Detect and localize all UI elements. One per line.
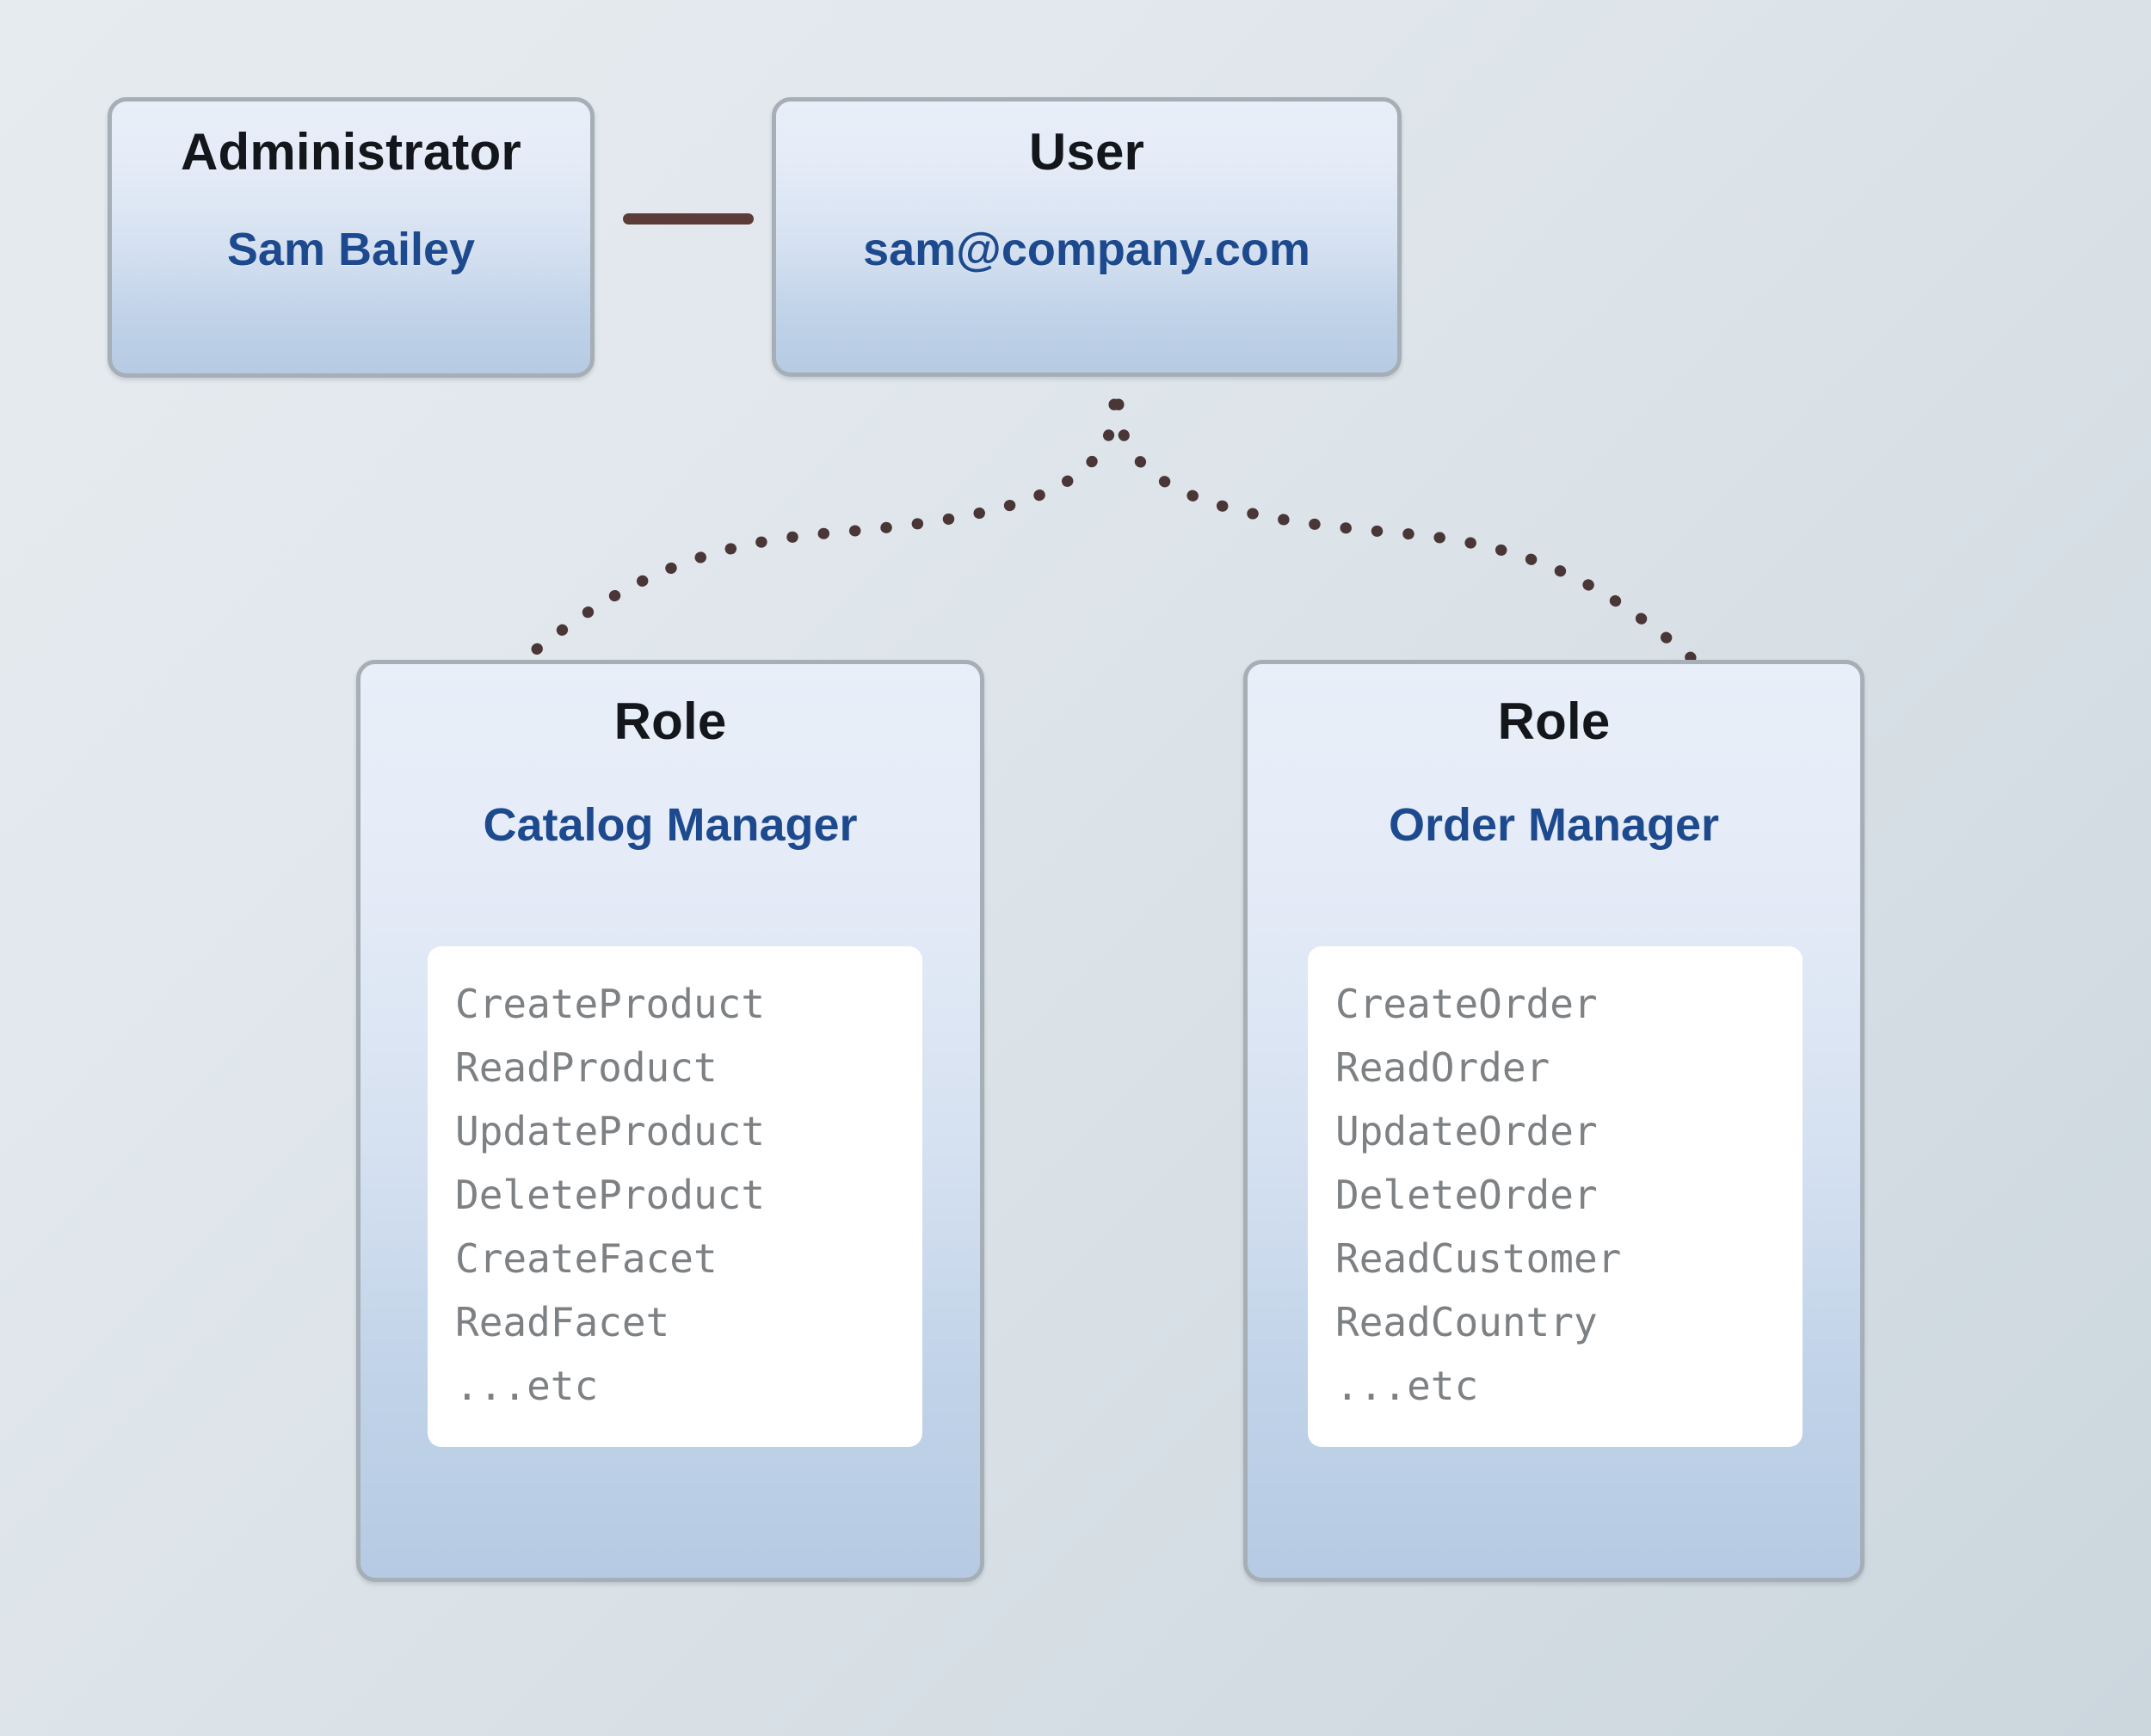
permission-item: ReadOrder <box>1335 1044 1550 1091</box>
order-role-name-value: Order Manager <box>1388 799 1720 851</box>
node-administrator[interactable]: Administrator Sam Bailey <box>108 97 595 378</box>
node-role-catalog-manager[interactable]: Role Catalog Manager CreateProduct ReadP… <box>356 660 984 1582</box>
link-user-to-catalog-role <box>493 398 1120 680</box>
node-user[interactable]: User sam@company.com <box>772 97 1402 377</box>
permission-item: ReadCustomer <box>1335 1235 1622 1282</box>
permission-item: DeleteProduct <box>455 1172 766 1218</box>
permission-item: UpdateOrder <box>1335 1108 1598 1154</box>
order-permission-panel: CreateOrder ReadOrder UpdateOrder Delete… <box>1308 946 1803 1447</box>
administrator-type-label: Administrator <box>181 123 521 181</box>
permission-item: CreateProduct <box>455 981 766 1027</box>
permission-item: ...etc <box>455 1363 599 1409</box>
permission-item: ...etc <box>1335 1363 1479 1409</box>
catalog-role-name-value: Catalog Manager <box>483 799 858 851</box>
permission-item: CreateOrder <box>1335 981 1598 1027</box>
catalog-role-type-label: Role <box>613 693 727 750</box>
permission-item: ReadProduct <box>455 1044 718 1091</box>
permission-item: ReadCountry <box>1335 1299 1598 1345</box>
permission-item: CreateFacet <box>455 1235 718 1282</box>
order-role-type-label: Role <box>1497 693 1611 750</box>
user-role-links <box>493 398 1723 680</box>
catalog-permission-panel: CreateProduct ReadProduct UpdateProduct … <box>428 946 922 1447</box>
administrator-user-link <box>623 213 754 225</box>
permission-item: ReadFacet <box>455 1299 670 1345</box>
link-user-to-order-role <box>1112 398 1723 680</box>
node-role-order-manager[interactable]: Role Order Manager CreateOrder ReadOrder… <box>1243 660 1864 1582</box>
permission-item: DeleteOrder <box>1335 1172 1598 1218</box>
administrator-name-value: Sam Bailey <box>226 224 476 275</box>
user-type-label: User <box>1028 123 1145 181</box>
user-email-value: sam@company.com <box>863 224 1310 275</box>
permission-item: UpdateProduct <box>455 1108 766 1154</box>
